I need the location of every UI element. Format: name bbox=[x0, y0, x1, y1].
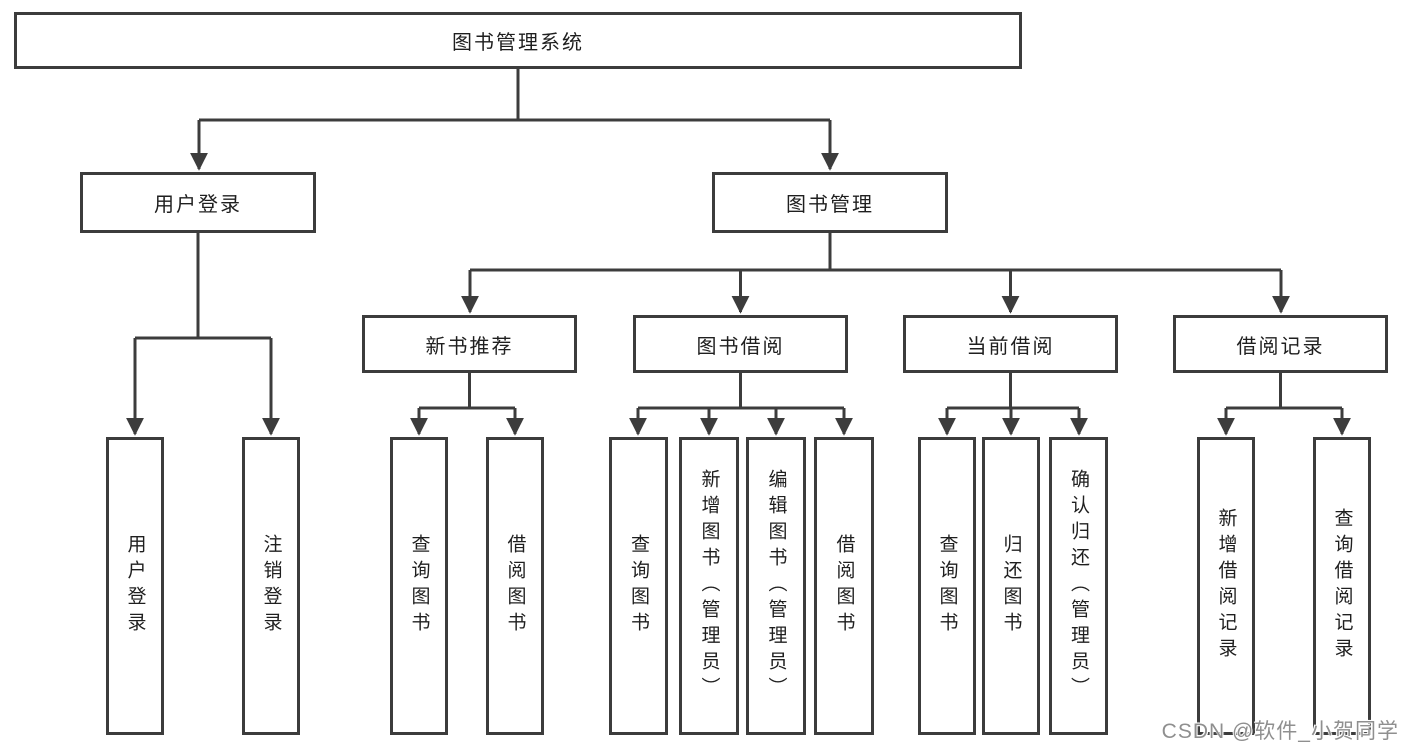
node-current-borrow: 当前借阅 bbox=[903, 315, 1118, 373]
node-label: 查询图书 bbox=[936, 534, 958, 638]
leaf-user-login: 用户登录 bbox=[106, 437, 164, 735]
node-label: 当前借阅 bbox=[966, 335, 1055, 358]
node-label: 图书管理系统 bbox=[452, 32, 584, 54]
node-label: 借阅图书 bbox=[833, 534, 855, 638]
node-label: 注销登录 bbox=[260, 534, 282, 638]
node-label: 图书借阅 bbox=[696, 335, 785, 358]
node-root-system: 图书管理系统 bbox=[14, 12, 1022, 69]
node-book-borrow: 图书借阅 bbox=[633, 315, 848, 373]
leaf-add-borrow-record: 新增借阅记录 bbox=[1197, 437, 1255, 735]
node-label: 新增图书（管理员） bbox=[698, 469, 720, 703]
leaf-query-books-recommend: 查询图书 bbox=[390, 437, 448, 735]
node-label: 借阅图书 bbox=[504, 534, 526, 638]
leaf-borrow-books-recommend: 借阅图书 bbox=[486, 437, 544, 735]
node-label: 新增借阅记录 bbox=[1215, 508, 1237, 664]
node-label: 编辑图书（管理员） bbox=[765, 469, 787, 703]
node-label: 借阅记录 bbox=[1236, 335, 1325, 358]
node-label: 归还图书 bbox=[1000, 534, 1022, 638]
leaf-confirm-return-admin: 确认归还（管理员） bbox=[1049, 437, 1108, 735]
node-label: 查询图书 bbox=[408, 534, 430, 638]
leaf-borrow-books: 借阅图书 bbox=[814, 437, 874, 735]
leaf-logout: 注销登录 bbox=[242, 437, 300, 735]
node-label: 用户登录 bbox=[124, 534, 146, 638]
node-user-login-module: 用户登录 bbox=[80, 172, 316, 233]
node-new-book-recommend: 新书推荐 bbox=[362, 315, 577, 373]
node-label: 查询图书 bbox=[628, 534, 649, 638]
node-label: 确认归还（管理员） bbox=[1068, 469, 1089, 703]
leaf-edit-books-admin: 编辑图书（管理员） bbox=[746, 437, 806, 735]
node-label: 用户登录 bbox=[154, 194, 242, 216]
node-borrow-records: 借阅记录 bbox=[1173, 315, 1388, 373]
node-book-management-module: 图书管理 bbox=[712, 172, 948, 233]
node-label: 新书推荐 bbox=[425, 335, 514, 358]
leaf-query-books-borrow: 查询图书 bbox=[609, 437, 668, 735]
node-label: 查询借阅记录 bbox=[1331, 508, 1353, 664]
leaf-add-books-admin: 新增图书（管理员） bbox=[679, 437, 739, 735]
leaf-query-books-current: 查询图书 bbox=[918, 437, 976, 735]
leaf-return-books: 归还图书 bbox=[982, 437, 1040, 735]
csdn-watermark: CSDN @软件_小贺同学 bbox=[1161, 720, 1399, 743]
node-label: 图书管理 bbox=[786, 194, 874, 216]
leaf-query-borrow-record: 查询借阅记录 bbox=[1313, 437, 1371, 735]
